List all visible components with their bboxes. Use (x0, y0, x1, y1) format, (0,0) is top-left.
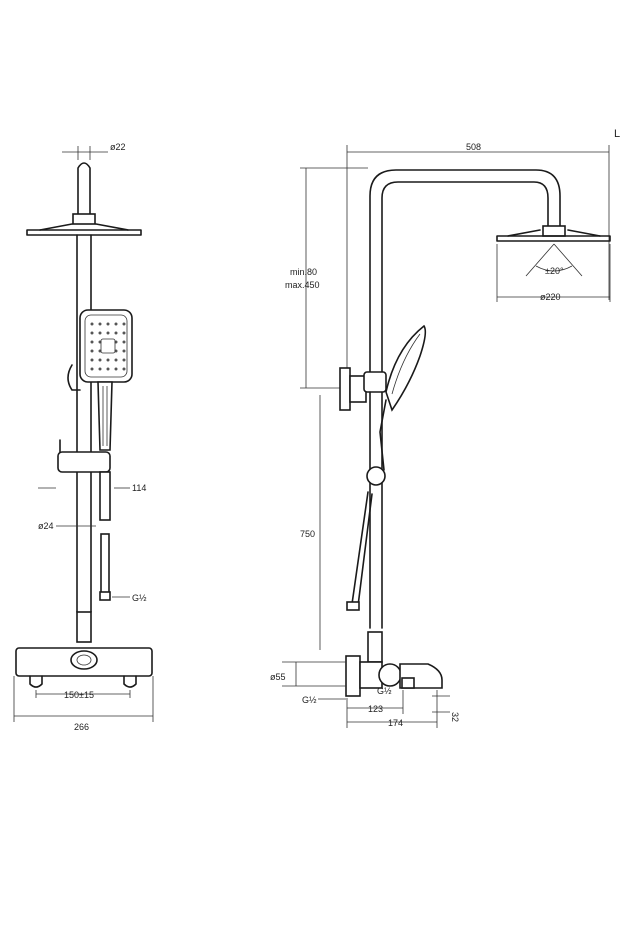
edge-mark: L (614, 128, 620, 140)
arm-outer (369, 169, 561, 373)
label-bar-diameter: ø24 (38, 521, 54, 531)
hand-shower-handle (97, 381, 113, 451)
hand-shower-head (79, 309, 133, 383)
holder-bracket (67, 364, 81, 391)
side-shower-head (496, 235, 611, 242)
label-mixer-spacing: 150±15 (64, 690, 94, 700)
shower-head-side (26, 229, 142, 236)
side-handle (379, 399, 387, 471)
label-spout-depth-2: 174 (388, 718, 403, 728)
side-hand-shower (385, 324, 427, 412)
side-hose-b (357, 493, 373, 607)
mixer-knob (70, 650, 98, 670)
hose-lower (100, 533, 110, 595)
label-spout-depth-1: 123 (368, 704, 383, 714)
arm-inner (381, 181, 549, 373)
label-top-width: 508 (466, 142, 481, 152)
label-slider-offset: 114 (132, 483, 146, 493)
side-wall-plate (345, 655, 361, 697)
left-inlet (29, 675, 43, 688)
label-height-min: min.80 (290, 267, 317, 277)
label-spout-thread: G½ (377, 686, 392, 696)
label-bar-height: 750 (300, 529, 315, 539)
label-outlet-diameter: ø55 (270, 672, 286, 682)
side-hose-a (351, 491, 369, 605)
side-mixer-knob (378, 663, 402, 687)
front-view: ø22 (13, 142, 154, 732)
label-mixer-width: 266 (74, 722, 89, 732)
label-rod-diameter: ø22 (110, 142, 126, 152)
riser-top (77, 162, 91, 216)
label-angle: ±20° (545, 266, 564, 276)
bracket-clamp (363, 371, 387, 393)
label-head-diameter: ø220 (540, 292, 561, 302)
head-joint (72, 213, 96, 225)
side-slider-knob (366, 466, 386, 486)
side-head-joint (542, 225, 566, 237)
hose-upper (99, 471, 111, 521)
slider-block (57, 451, 111, 473)
label-inlet-thread: G½ (302, 695, 317, 705)
wall-bracket (339, 367, 351, 411)
right-inlet (123, 675, 137, 688)
nozzle-grid (90, 322, 126, 371)
side-coupler (367, 631, 383, 663)
side-view: 508 L ±20° ø220 min.80 max.450 (270, 128, 620, 728)
label-spout-height: 32 (450, 712, 460, 722)
label-height-max: max.450 (285, 280, 320, 290)
bar-coupler (76, 611, 92, 643)
label-hose-thread: G½ (132, 593, 147, 603)
